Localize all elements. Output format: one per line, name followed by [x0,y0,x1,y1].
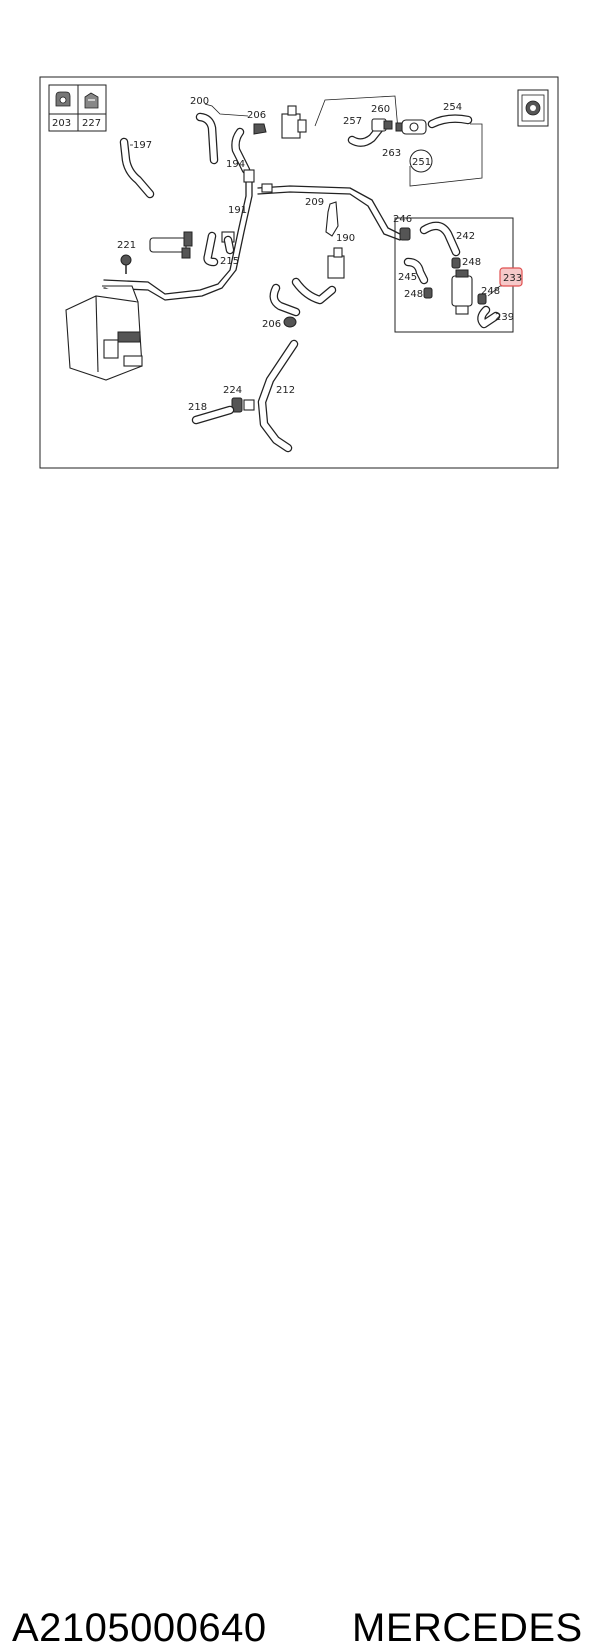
pump-233 [451,269,473,315]
hose-242 [419,221,461,257]
label-246: 246 [393,214,412,225]
legend-box-203-227: 203 227 [48,84,107,132]
clip-248-upper [451,257,461,269]
connector-191 [243,169,273,193]
clip-248-right [477,293,487,305]
hose-194 [231,127,251,175]
diagram-frame [39,76,559,469]
label-224: 224 [223,385,242,396]
label-257: 257 [343,116,362,127]
label-248-upper: 248 [462,257,481,268]
caption: A2105000640 MERCEDES [0,800,600,1650]
hose-254 [427,114,473,129]
brand-name: MERCEDES [352,1606,583,1650]
label-263: 263 [382,148,401,159]
label-254: 254 [443,102,462,113]
label-197: 197 [133,140,152,151]
label-242: 242 [456,231,475,242]
label-200: 200 [190,96,209,107]
reservoir [65,285,143,381]
parts-diagram: 203 227 197 200 206 260 257 254 263 [39,76,559,469]
clip-206-mid [283,316,297,328]
valve-206-top [281,105,307,139]
label-260: 260 [371,104,390,115]
hose-212 [257,339,299,453]
label-215: 215 [220,256,239,267]
clip-246 [399,227,411,241]
clip-224 [231,397,255,413]
label-212: 212 [276,385,295,396]
hose-245 [403,257,429,285]
hose-200 [195,112,219,165]
label-233: 233 [503,273,522,284]
bracket-190 [325,201,339,237]
pipe-209 [103,171,401,301]
label-221: 221 [117,240,136,251]
label-251: 251 [412,157,431,168]
highlight-233: 233 [499,267,523,287]
label-209: 209 [305,197,324,208]
valve-221 [149,231,193,259]
hose-206-mid [269,277,337,317]
label-245: 245 [398,272,417,283]
valve-206-mid [327,247,345,279]
label-239: 239 [495,312,514,323]
pipe-218 [191,405,235,425]
callout-251 [409,149,433,173]
label-191: 191 [228,205,247,216]
label-190: 190 [336,233,355,244]
label-248-right: 248 [481,286,500,297]
clip-206-top [253,123,267,135]
hose-215 [203,231,235,267]
clip-227-icon [84,92,99,109]
connector-260 [371,118,393,132]
label-248-left: 248 [404,289,423,300]
hose-197 [119,137,155,199]
hose-239 [477,305,501,329]
label-218: 218 [188,402,207,413]
label-203: 203 [52,118,71,129]
valve-263 [395,119,427,135]
part-number: A2105000640 [12,1606,267,1650]
clip-203-icon [55,91,71,107]
clip-248-left [423,287,433,299]
screw-221 [120,254,132,274]
label-206-mid: 206 [262,319,281,330]
label-227: 227 [82,118,101,129]
label-194: 194 [226,159,245,170]
legend-box-right [517,89,549,127]
hose-257 [347,123,385,147]
label-206-top: 206 [247,110,266,121]
